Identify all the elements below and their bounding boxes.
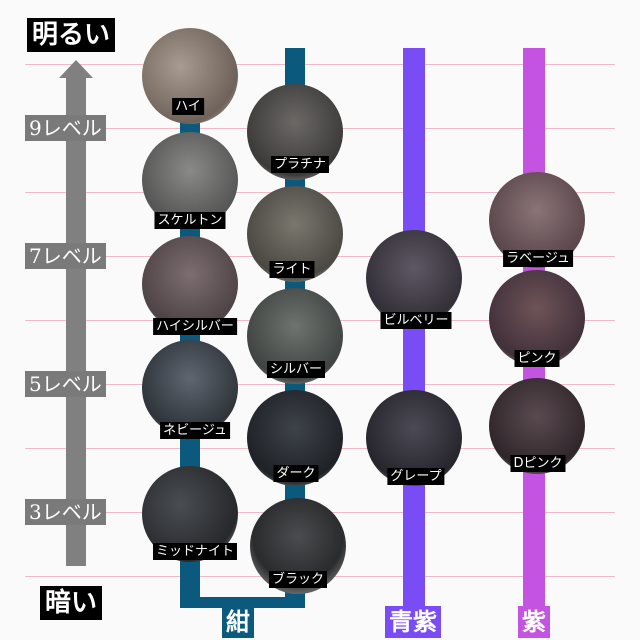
arrow-up-icon [59, 60, 93, 78]
hair-photo-high-silver [142, 236, 238, 332]
category-navy: 紺 [222, 606, 254, 638]
label-d-pink: Dピンク [510, 455, 566, 472]
label-bilberry: ビルベリー [380, 312, 452, 329]
label-midnight: ミッドナイト [152, 543, 238, 560]
label-high-silver: ハイシルバー [153, 318, 237, 335]
hair-photo-bilberry [366, 230, 462, 326]
label-platinum: プラチナ [270, 156, 330, 173]
category-purple: 紫 [518, 606, 550, 638]
brightness-arrow-shaft [66, 76, 86, 566]
label-light: ライト [269, 261, 315, 278]
category-blue-purple: 青紫 [385, 606, 441, 638]
level-7: 7レベル [25, 243, 106, 269]
level-3: 3レベル [25, 499, 106, 525]
navy-connector [180, 597, 305, 608]
level-5: 5レベル [25, 371, 106, 397]
bright-label: 明るい [27, 18, 116, 52]
dark-label: 暗い [40, 586, 103, 620]
level-9: 9レベル [25, 115, 106, 141]
hair-photo-navy-beige [142, 340, 238, 436]
grid-line [25, 64, 615, 65]
label-pink: ピンク [514, 350, 560, 367]
label-silver: シルバー [266, 361, 326, 378]
label-black: ブラック [268, 571, 328, 588]
label-navy-beige: ネビージュ [160, 422, 230, 439]
label-skeleton: スケルトン [154, 212, 226, 229]
label-grape: グレープ [387, 468, 445, 485]
label-lavender-beige: ラベージュ [503, 250, 573, 267]
label-dark: ダーク [273, 465, 319, 482]
label-high: ハイ [172, 98, 204, 115]
grid-line [25, 384, 615, 385]
